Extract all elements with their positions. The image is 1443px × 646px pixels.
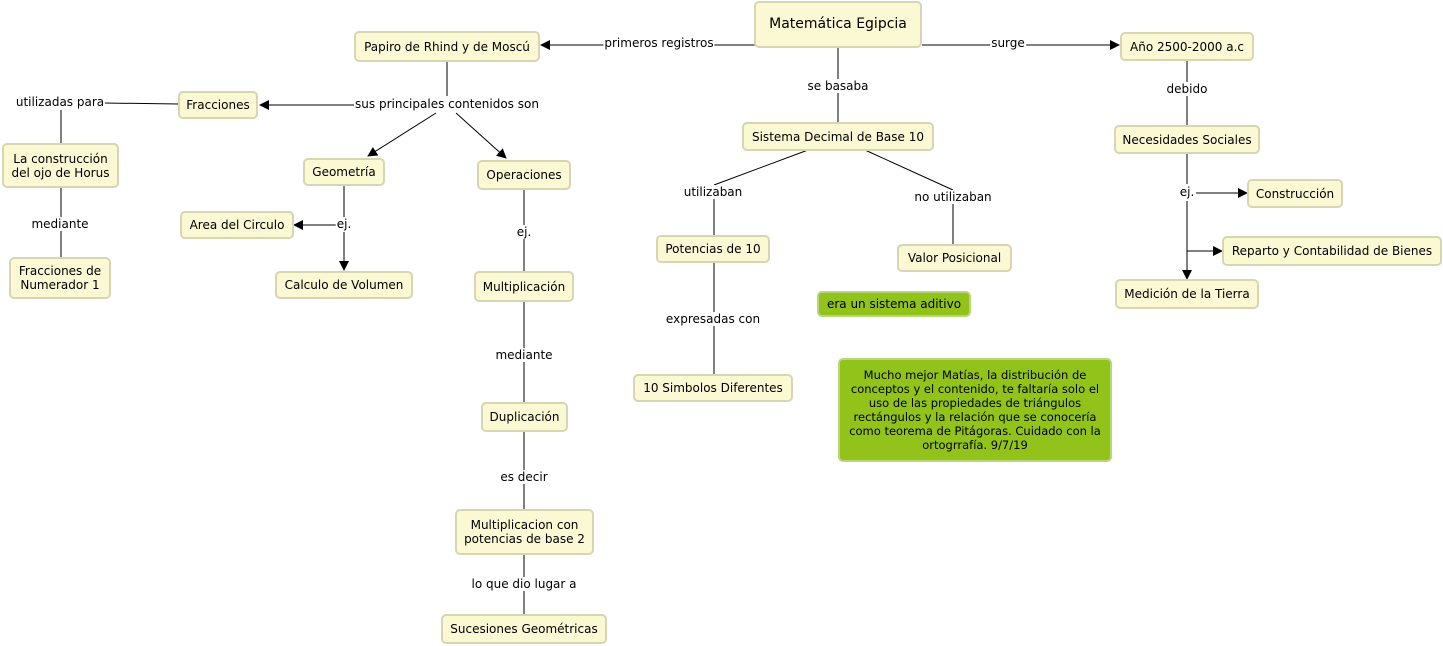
node-papiro[interactable]: Papiro de Rhind y de Moscú <box>354 31 540 62</box>
link-label-sus-principales: sus principales contenidos son <box>354 97 540 111</box>
node-potencias-10[interactable]: Potencias de 10 <box>656 235 770 263</box>
link-label-no-utilizaban: no utilizaban <box>913 190 993 204</box>
link-label-mediante: mediante <box>30 217 90 231</box>
link-label-primeros-registros: primeros registros <box>603 36 715 50</box>
node-matematica-egipcia[interactable]: Matemática Egipcia <box>754 1 922 48</box>
link-label-mediante: mediante <box>494 348 554 362</box>
node-construccion[interactable]: Construcción <box>1247 179 1343 208</box>
link-line <box>103 102 180 105</box>
link-label-se-basaba: se basaba <box>806 79 870 93</box>
link-line <box>455 112 507 159</box>
node-area-circulo[interactable]: Area del Circulo <box>180 211 294 239</box>
link-label-lo-que-dio-lugar: lo que dio lugar a <box>470 577 578 591</box>
link-label-expresadas-con: expresadas con <box>664 312 762 326</box>
link-label-debido: debido <box>1165 82 1209 96</box>
node-sistema-decimal[interactable]: Sistema Decimal de Base 10 <box>742 122 934 151</box>
node-simbolos[interactable]: 10 Simbolos Diferentes <box>633 374 793 402</box>
link-label-utilizadas-para: utilizadas para <box>14 95 106 109</box>
node-fracciones-numerador[interactable]: Fracciones de Numerador 1 <box>9 257 111 299</box>
link-label-es-decir: es decir <box>499 470 549 484</box>
link-label-ej: ej. <box>515 225 533 239</box>
node-operaciones[interactable]: Operaciones <box>477 160 571 190</box>
link-line <box>367 112 437 157</box>
node-duplicacion[interactable]: Duplicación <box>481 402 568 432</box>
link-label-ej: ej. <box>335 217 353 231</box>
node-valor-posicional[interactable]: Valor Posicional <box>897 244 1012 272</box>
link-label-ej: ej. <box>1178 185 1196 199</box>
link-line <box>864 149 954 191</box>
node-sucesiones[interactable]: Sucesiones Geométricas <box>441 614 607 644</box>
link-line <box>713 149 809 186</box>
node-reparto[interactable]: Reparto y Contabilidad de Bienes <box>1222 236 1442 266</box>
comment-note[interactable]: Mucho mejor Matías, la distribución de c… <box>838 358 1112 462</box>
node-fracciones[interactable]: Fracciones <box>178 91 258 119</box>
node-calculo-volumen[interactable]: Calculo de Volumen <box>275 271 413 299</box>
node-multiplicacion-base2[interactable]: Multiplicacion con potencias de base 2 <box>455 509 594 555</box>
link-label-surge: surge <box>990 36 1026 50</box>
node-anio[interactable]: Año 2500-2000 a.c <box>1120 32 1254 61</box>
node-sistema-aditivo[interactable]: era un sistema aditivo <box>817 291 971 317</box>
node-ojo-horus[interactable]: La construcción del ojo de Horus <box>2 143 119 188</box>
node-necesidades-sociales[interactable]: Necesidades Sociales <box>1114 125 1260 154</box>
node-medicion[interactable]: Medición de la Tierra <box>1115 279 1259 309</box>
link-label-utilizaban: utilizaban <box>682 185 744 199</box>
node-geometria[interactable]: Geometría <box>303 158 385 186</box>
node-multiplicacion[interactable]: Multiplicación <box>474 271 574 302</box>
